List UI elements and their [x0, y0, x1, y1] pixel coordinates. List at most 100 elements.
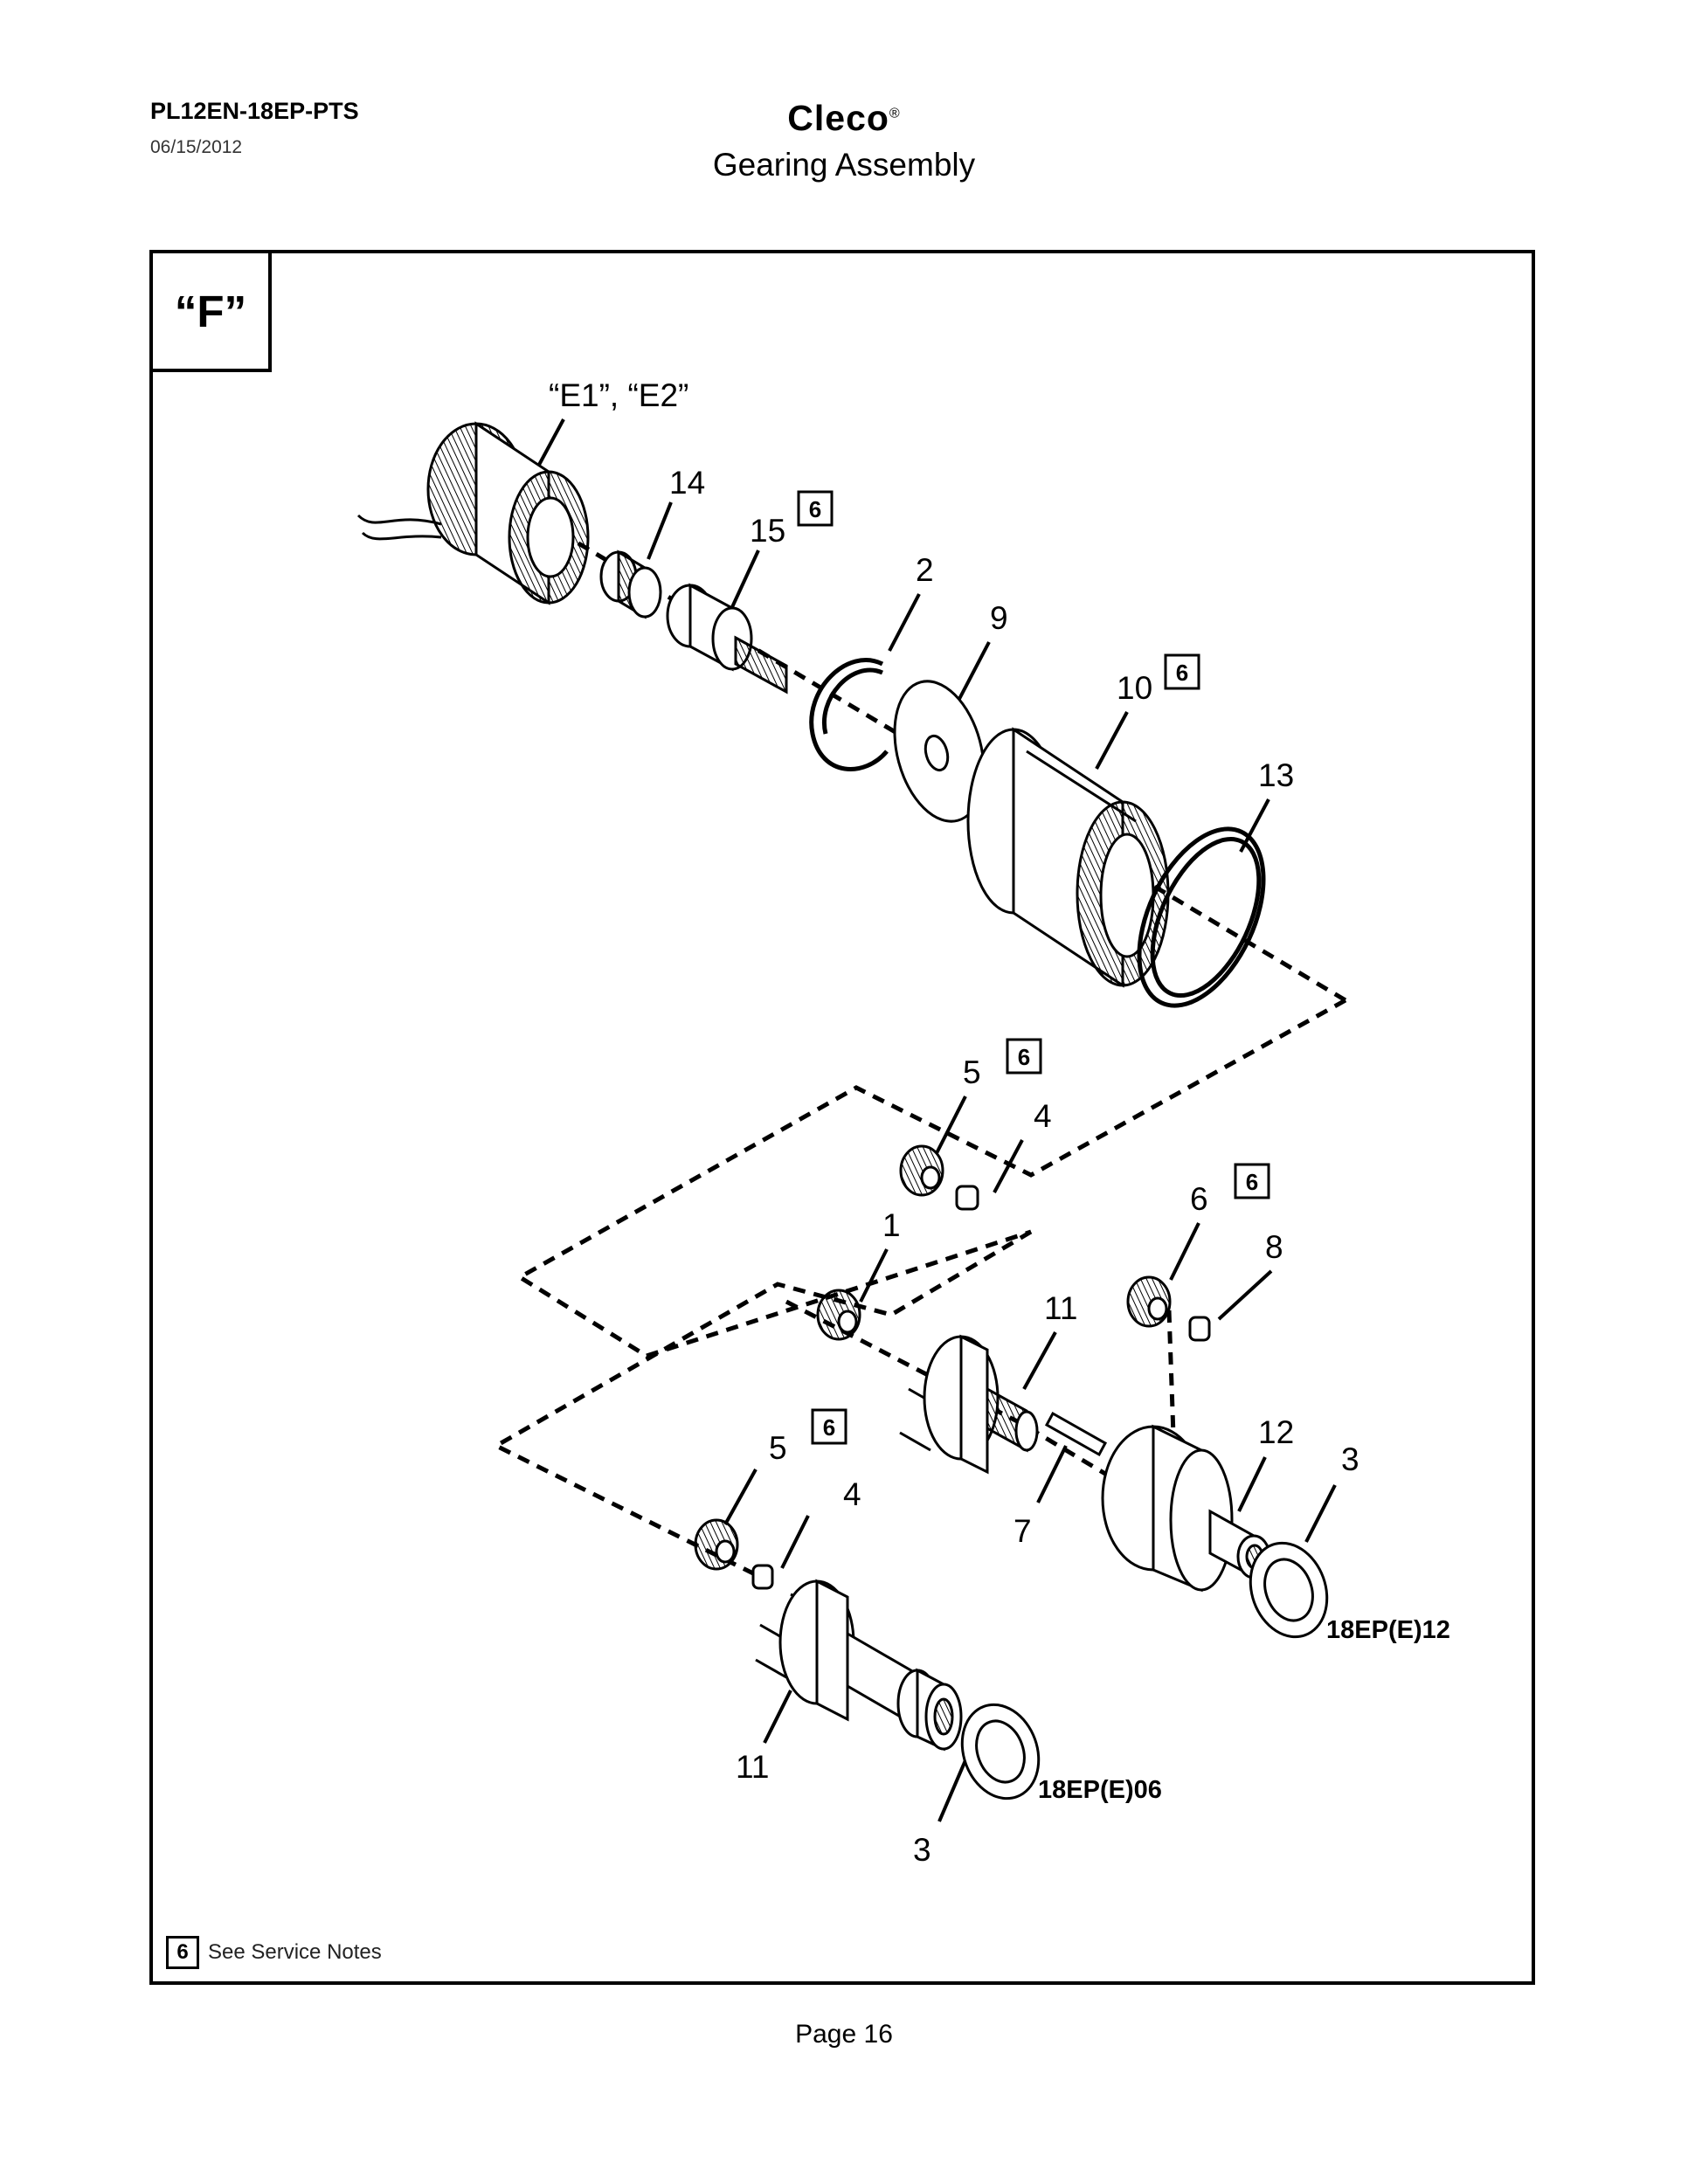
legend-text: See Service Notes [208, 1940, 382, 1964]
callout-12: 12 [1258, 1414, 1294, 1450]
document-date: 06/15/2012 [150, 137, 243, 157]
leader-11b [763, 1690, 792, 1744]
callout-9: 9 [990, 600, 1008, 636]
note-tag-10-box [1164, 653, 1200, 690]
leader-11a [1022, 1331, 1057, 1390]
callout-e-ref: “E1”, “E2” [549, 377, 688, 413]
part-14-end [627, 566, 662, 619]
note-tag-5-upper: 6 [1006, 1038, 1042, 1075]
carrier-upper-plate-side [959, 1334, 989, 1475]
leader-4b [780, 1515, 810, 1569]
note-tag-10-text: 6 [1176, 660, 1188, 686]
diagram-frame [149, 250, 1535, 1985]
leader-3b [937, 1759, 967, 1822]
housing-bore [526, 496, 575, 578]
leader-lines [531, 418, 1337, 1822]
callout-13: 13 [1258, 757, 1294, 793]
brand-logo: Cleco® [0, 98, 1688, 139]
leader-5b [723, 1469, 758, 1525]
callout-3-upper: 3 [1341, 1441, 1359, 1477]
callout-8: 8 [1265, 1229, 1283, 1265]
callout-15: 15 [750, 513, 785, 549]
path-gear6-drop [1166, 1310, 1178, 1486]
planet-gear-5-lower [694, 1518, 739, 1571]
path-return-loop [515, 998, 1347, 1358]
carrier-lower-bore [933, 1697, 954, 1736]
leader-1 [859, 1248, 889, 1303]
service-notes-legend: 6 See Service Notes [166, 1934, 382, 1971]
callout-4-upper: 4 [1034, 1098, 1052, 1134]
callout-4-lower: 4 [843, 1476, 861, 1512]
pin-4-upper [955, 1185, 979, 1211]
note-tag-10: 6 [1164, 653, 1200, 690]
part-4-upper-pin [955, 1185, 979, 1211]
part-5-upper-bore [920, 1165, 941, 1190]
callout-numbers: “E1”, “E2” 14 15 2 9 10 13 5 4 1 6 8 11 … [549, 377, 1359, 1868]
part-1-bore [837, 1310, 858, 1334]
output-housing-12 [1101, 1424, 1271, 1593]
leader-6 [1169, 1222, 1200, 1281]
part-6-bore [1147, 1296, 1168, 1321]
retaining-ring-part-2 [809, 657, 889, 771]
callout-3-lower: 3 [913, 1832, 931, 1868]
model-labels: 18EP(E)12 18EP(E)06 [1038, 1616, 1450, 1804]
note-tag-6-text: 6 [1246, 1169, 1258, 1195]
callout-11-lower: 11 [736, 1749, 769, 1785]
carrier-upper-spline-end [1014, 1410, 1039, 1452]
leader-7 [1036, 1445, 1068, 1503]
ring-gear-housing-e1-e2 [356, 421, 590, 605]
note-tag-5-lower-text: 6 [823, 1414, 835, 1441]
brand-name: Cleco [787, 98, 889, 138]
pin-8 [1188, 1316, 1211, 1342]
washer-part-9 [893, 680, 986, 823]
callout-14: 14 [669, 465, 705, 501]
path-carrier-axis [785, 1299, 1111, 1479]
note-tag-6: 6 [1234, 1163, 1270, 1199]
motor-cable [356, 514, 442, 541]
note-tag-5-lower: 6 [811, 1408, 847, 1445]
leader-10 [1095, 711, 1129, 770]
leader-2 [888, 593, 921, 652]
part-13-ring-inner [1150, 836, 1262, 999]
note-tag-5-upper-box [1006, 1038, 1042, 1075]
leader-14 [647, 501, 673, 560]
callout-10: 10 [1117, 670, 1152, 706]
part-10-bore [1099, 833, 1155, 958]
callout-5-upper: 5 [963, 1054, 981, 1090]
page-title: Gearing Assembly [712, 147, 976, 183]
callout-7: 7 [1013, 1513, 1032, 1549]
ring-part-13 [1137, 826, 1266, 1008]
model-label-06: 18EP(E)06 [1038, 1776, 1162, 1804]
spline-part-14 [599, 549, 662, 619]
service-note-tags: 6 6 6 6 6 [797, 490, 1270, 1445]
part-15-spline [734, 635, 788, 695]
part-5-lower-bore [715, 1539, 736, 1564]
callout-2: 2 [916, 552, 934, 588]
part-9-hole [924, 734, 950, 772]
washer-3-lower [960, 1703, 1041, 1800]
note-tag-5-upper-text: 6 [1018, 1044, 1030, 1070]
part-3-lower-hole [975, 1719, 1026, 1784]
planet-carrier-11-lower [755, 1579, 963, 1752]
pin-part-7 [1044, 1411, 1108, 1457]
registered-mark: ® [889, 106, 901, 121]
leader-12 [1237, 1456, 1267, 1512]
carrier-lower-stud-c [755, 1658, 787, 1679]
part-3-upper-hole [1263, 1558, 1314, 1622]
planet-carrier-11-upper [899, 1334, 1039, 1475]
shaft-part-15 [666, 583, 788, 695]
leader-9 [958, 641, 991, 700]
note-tag-15-box [797, 490, 834, 527]
page-number: Page 16 [795, 2020, 893, 2049]
assembly-path-lines [491, 508, 1347, 1579]
leader-3a [1304, 1484, 1337, 1543]
carrier-lower-plate-side [815, 1579, 849, 1722]
document-id: PL12EN-18EP-PTS [150, 98, 359, 124]
planet-gear-1 [816, 1289, 861, 1341]
callout-11-upper: 11 [1044, 1290, 1077, 1326]
path-lower-loop [491, 1229, 1033, 1579]
planet-gear-6 [1126, 1275, 1172, 1328]
note-tag-5-lower-box [811, 1408, 847, 1445]
leader-4a [993, 1139, 1024, 1193]
